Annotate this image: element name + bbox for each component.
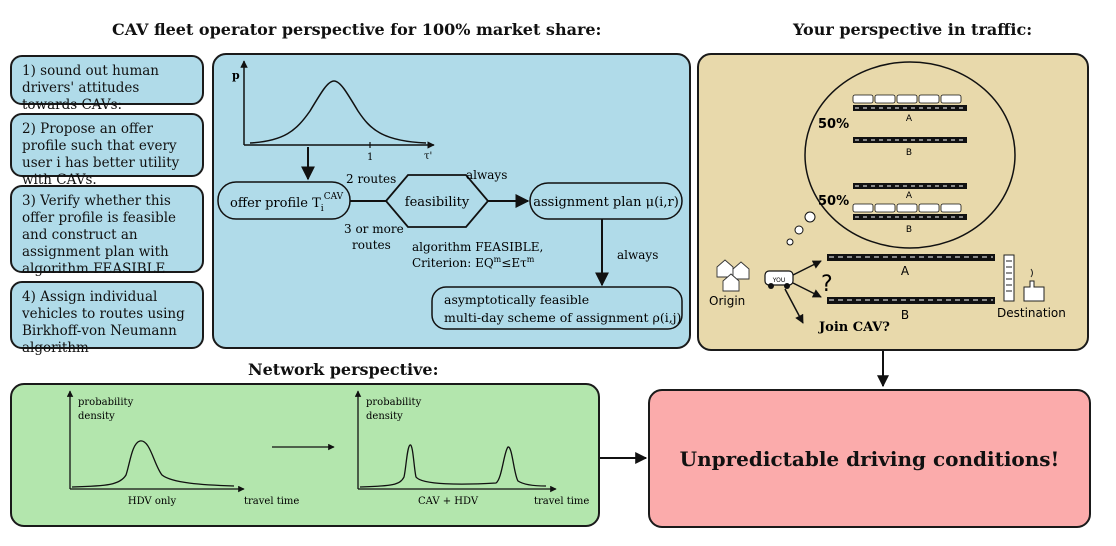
join-cav-label: Join CAV? [818,320,890,335]
road-a-mid [853,183,967,189]
arrow-to-join-cav [784,288,804,324]
fleet-header: CAV fleet operator perspective for 100% … [112,20,602,39]
step-1-box: 1) sound out human drivers' attitudes to… [10,55,204,113]
traffic-header: Your perspective in traffic: [793,20,1033,39]
algorithm-line-2: Criterion: EQm≤Eτm [412,255,535,270]
assignment-plan-box [529,182,683,220]
algorithm-line-1: algorithm FEASIBLE, [412,240,543,254]
road-a-top-label: A [906,114,913,124]
three-routes-label: 3 or more [344,222,404,236]
offer-profile-label: offer profile TiCAV [230,192,344,214]
scheme-line-2: multi-day scheme of assignment ρ(i,j) [444,310,681,325]
right-ylabel-2: density [366,411,403,422]
left-density-curve [71,440,235,488]
scheme-line-1: asymptotically feasible [444,292,589,307]
you-car-icon: YOU [764,270,794,289]
p-axis-label: p [232,69,240,82]
right-xlabel: travel time [534,496,589,507]
origin-label: Origin [709,294,745,308]
road-b-top-label: B [906,148,912,158]
feasibility-label: feasibility [405,195,470,210]
right-ylabel-1: probability [366,397,422,408]
thought-dot-3 [786,238,794,246]
left-xlabel: travel time [244,496,299,507]
thought-dot-1 [804,211,816,223]
routes-label: routes [352,238,391,252]
network-panel: probability density HDV only travel time… [10,383,600,527]
fleet-operator-panel: p 1 τ' offer profile TiCAV 2 routes 3 or… [212,53,691,349]
always-label-2: always [617,248,658,262]
percent-top: 50% [818,117,849,132]
destination-label: Destination [997,306,1066,320]
you-label: YOU [772,277,785,284]
left-ylabel-2: density [78,411,115,422]
road-b-mid [853,214,967,220]
left-ylabel-1: probability [78,397,134,408]
step-4-box: 4) Assign individual vehicles to routes … [10,281,204,356]
network-diagram: probability density HDV only travel time… [66,390,589,507]
car-row-top [852,94,962,104]
traffic-diagram: 50% A B A 50% B Origin [709,61,1066,335]
tau-axis-label: τ' [424,151,432,162]
road-a-top [853,105,967,111]
always-label-1: always [466,168,507,182]
left-distribution-label: HDV only [128,496,177,507]
right-density-curve [359,444,547,488]
step-3-box: 3) Verify whether this offer profile is … [10,185,204,277]
step-2-box: 2) Propose an offer profile such that ev… [10,113,204,188]
attitude-curve [249,80,427,144]
origin-houses-icon [716,259,750,292]
fleet-diagram: p 1 τ' offer profile TiCAV 2 routes 3 or… [217,60,683,330]
network-header: Network perspective: [248,360,439,379]
question-mark: ? [821,272,833,297]
right-distribution-label: CAV + HDV [418,496,479,507]
arrow-to-road-a [792,260,822,276]
scheme-box [431,286,683,330]
arrow-to-road-b [792,282,822,298]
assignment-plan-label: assignment plan μ(i,r) [533,195,679,210]
road-b-mid-label: B [906,225,912,235]
road-b-top [853,137,967,143]
road-a-mid-label: A [906,191,913,201]
percent-bottom: 50% [818,194,849,209]
thought-bubble [804,61,1016,249]
destination-buildings-icon [1003,254,1045,302]
result-panel: Unpredictable driving conditions! [648,389,1091,528]
road-b-label: B [901,308,909,322]
tick-1-label: 1 [367,152,373,163]
thought-dot-2 [794,225,804,235]
traffic-panel: 50% A B A 50% B Origin [697,53,1089,351]
car-row-mid [852,203,962,213]
two-routes-label: 2 routes [346,172,396,186]
result-text: Unpredictable driving conditions! [679,446,1060,471]
road-a-label: A [901,264,910,278]
